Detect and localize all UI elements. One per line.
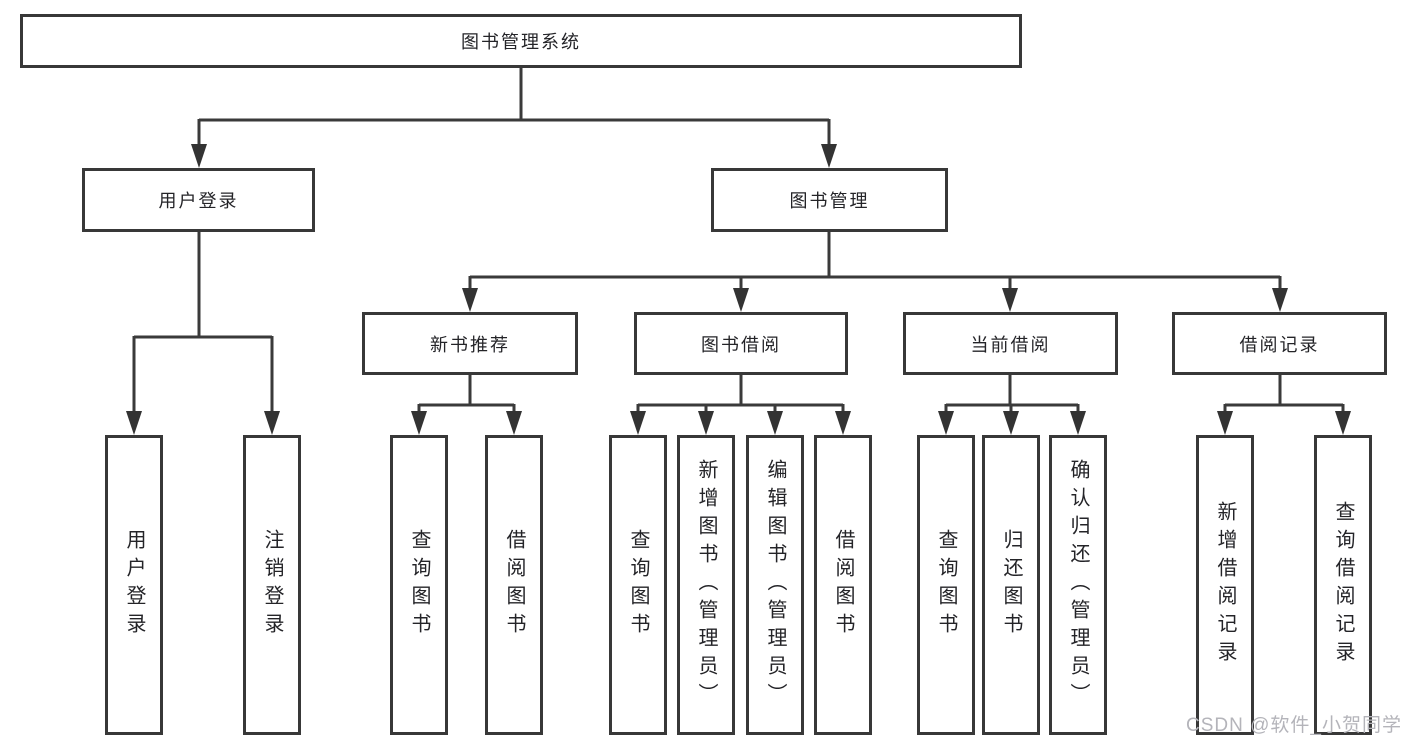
leaf-br-add-record: 新增借阅记录: [1196, 435, 1254, 735]
leaf-nbr-borrow-books: 借阅图书: [485, 435, 543, 735]
connector-bb-to-leaves: [636, 375, 845, 414]
connector-br-to-leaves: [1223, 375, 1345, 414]
csdn-watermark: CSDN @软件_小贺同学: [1186, 715, 1402, 736]
node-current-borrowing-label: 当前借阅: [970, 334, 1051, 355]
leaf-bb-borrow-books: 借阅图书: [814, 435, 872, 735]
leaf-bb-add-books-admin-label: 新增图书（管理员）: [695, 459, 717, 711]
leaf-bb-query-books-label: 查询图书: [627, 529, 649, 641]
connector-login-to-leaves: [132, 232, 274, 414]
leaf-cb-query-books: 查询图书: [917, 435, 975, 735]
node-root-label: 图书管理系统: [461, 32, 581, 52]
node-borrowing-records: 借阅记录: [1172, 312, 1387, 375]
node-current-borrowing: 当前借阅: [903, 312, 1118, 375]
leaf-nbr-query-books-label: 查询图书: [408, 529, 430, 641]
leaf-bb-edit-books-admin: 编辑图书（管理员）: [746, 435, 804, 735]
node-user-login-branch: 用户登录: [82, 168, 315, 232]
arrowheads: [126, 144, 1351, 435]
leaf-bb-edit-books-admin-label: 编辑图书（管理员）: [764, 459, 786, 711]
leaf-cb-query-books-label: 查询图书: [935, 529, 957, 641]
leaf-br-add-record-label: 新增借阅记录: [1214, 501, 1236, 669]
leaf-bb-borrow-books-label: 借阅图书: [832, 529, 854, 641]
leaf-bb-add-books-admin: 新增图书（管理员）: [677, 435, 735, 735]
connector-root-to-branches: [197, 66, 831, 147]
node-book-borrowing-label: 图书借阅: [701, 334, 781, 355]
node-new-book-recommend-label: 新书推荐: [430, 334, 510, 355]
node-borrowing-records-label: 借阅记录: [1239, 334, 1320, 355]
leaf-nbr-borrow-books-label: 借阅图书: [503, 529, 525, 641]
leaf-bb-query-books: 查询图书: [609, 435, 667, 735]
leaf-user-login-label: 用户登录: [123, 529, 145, 641]
node-book-borrowing: 图书借阅: [634, 312, 848, 375]
leaf-logout-login: 注销登录: [243, 435, 301, 735]
leaf-br-query-record: 查询借阅记录: [1314, 435, 1372, 735]
node-book-management-branch-label: 图书管理: [789, 191, 870, 211]
leaf-cb-return-books-label: 归还图书: [1000, 529, 1022, 641]
leaf-user-login: 用户登录: [105, 435, 163, 735]
leaf-nbr-query-books: 查询图书: [390, 435, 448, 735]
node-user-login-branch-label: 用户登录: [158, 191, 239, 211]
node-root: 图书管理系统: [20, 14, 1022, 68]
node-book-management-branch: 图书管理: [711, 168, 948, 232]
leaf-br-query-record-label: 查询借阅记录: [1332, 501, 1354, 669]
connector-nbr-to-leaves: [417, 375, 516, 414]
leaf-logout-login-label: 注销登录: [261, 529, 283, 641]
connector-mgmt-to-sections: [468, 232, 1282, 291]
leaf-cb-return-books: 归还图书: [982, 435, 1040, 735]
leaf-cb-confirm-return-admin-label: 确认归还（管理员）: [1067, 459, 1089, 711]
node-new-book-recommend: 新书推荐: [362, 312, 578, 375]
leaf-cb-confirm-return-admin: 确认归还（管理员）: [1049, 435, 1107, 735]
connector-cb-to-leaves: [944, 375, 1080, 414]
